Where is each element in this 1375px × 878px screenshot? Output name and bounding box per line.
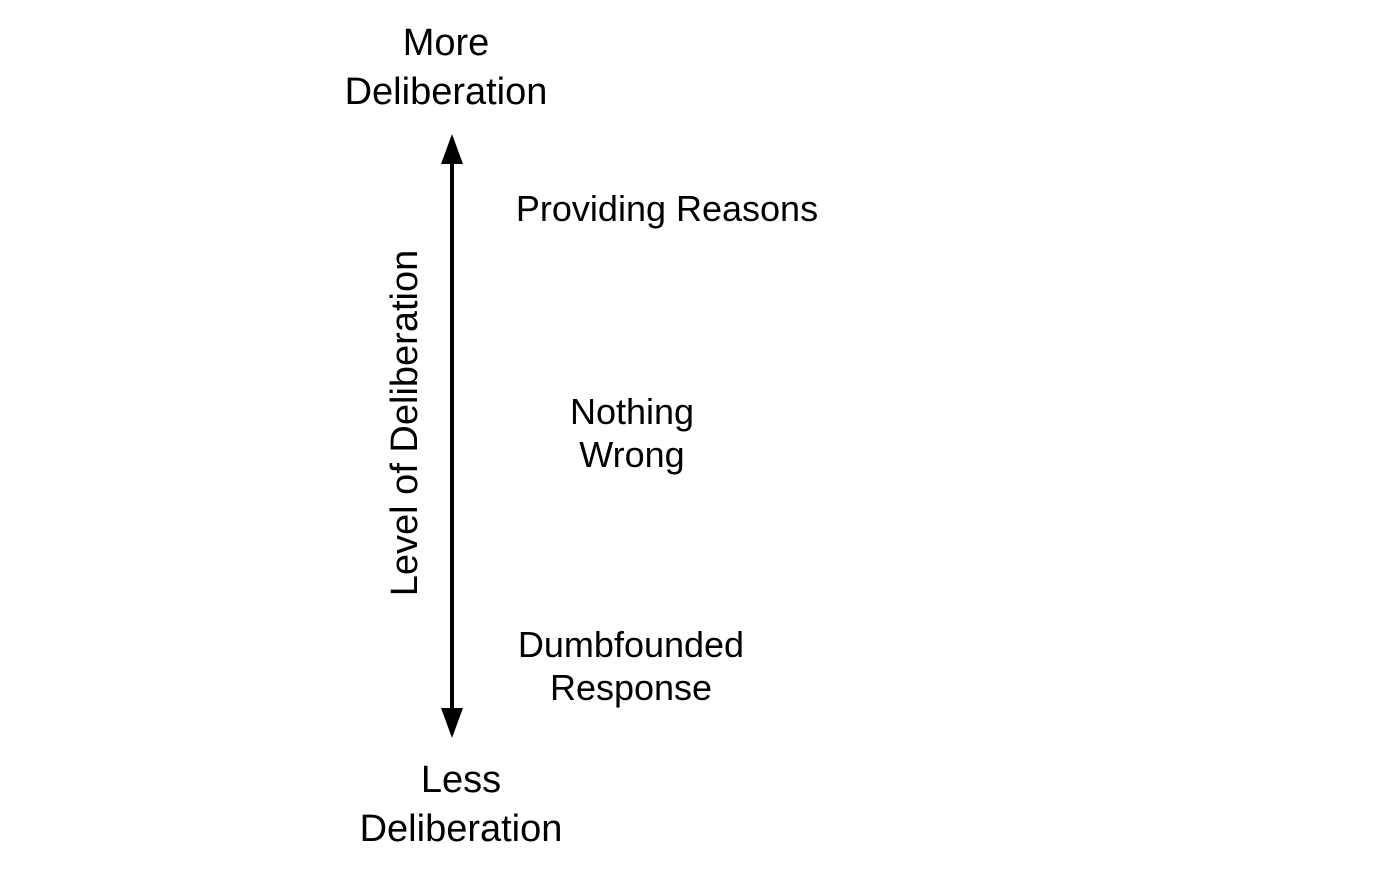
dumbfounded-response-label: Dumbfounded Response — [518, 623, 744, 709]
label-line: Dumbfounded — [517, 624, 745, 665]
label-line: Response — [549, 667, 713, 708]
providing-reasons-label: Providing Reasons — [516, 187, 818, 230]
axis-title: Level of Deliberation — [384, 249, 426, 597]
label-line: More — [402, 22, 490, 64]
label-line: Providing Reasons — [515, 188, 819, 229]
label-line: Wrong — [579, 434, 685, 475]
double-headed-arrow-icon — [441, 134, 463, 738]
nothing-wrong-label: Nothing Wrong — [570, 390, 694, 476]
more-deliberation-label: More Deliberation — [345, 19, 548, 117]
label-line: Nothing — [569, 391, 695, 432]
label-line: Deliberation — [359, 808, 563, 850]
arrow-head-up — [441, 134, 463, 164]
less-deliberation-label: Less Deliberation — [360, 756, 563, 854]
label-line: Deliberation — [344, 71, 548, 113]
arrow-head-down — [441, 708, 463, 738]
label-line: Less — [420, 759, 502, 801]
